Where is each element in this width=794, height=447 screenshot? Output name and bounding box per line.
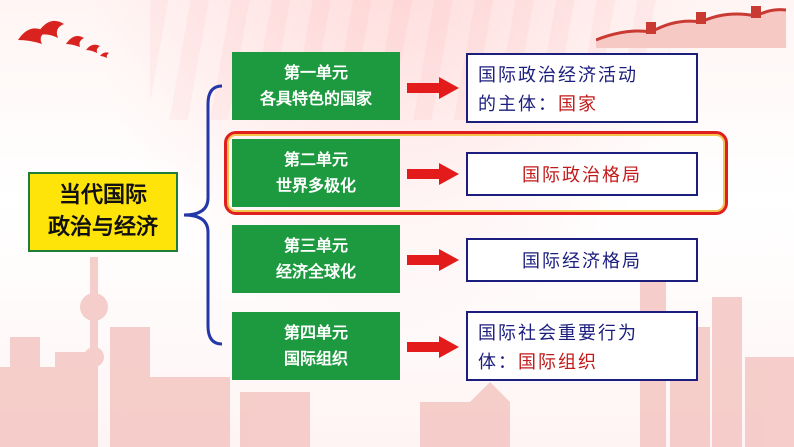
unit-4-result-line2: 体：国际组织 [478,348,686,377]
main-topic-line2: 政治与经济 [47,215,158,240]
unit-4-box: 第四单元 国际组织 [232,312,400,380]
unit-1-box: 第一单元 各具特色的国家 [232,52,400,120]
unit-3-subtitle: 经济全球化 [275,262,356,281]
arrow-right-icon [407,163,459,185]
unit-1-title: 第一单元 [283,63,348,82]
unit-1-subtitle: 各具特色的国家 [259,89,372,108]
arrow-right-icon [407,77,459,99]
unit-1-result-line1: 国际政治经济活动 [478,65,638,86]
unit-4-title: 第四单元 [283,323,348,342]
unit-4-result-line2-red: 国际组织 [518,352,598,373]
highlight-frame [224,131,728,215]
unit-3-box: 第三单元 经济全球化 [232,225,400,293]
main-topic-line1: 当代国际 [58,183,147,208]
great-wall-icon [596,6,786,48]
doves-icon [18,20,109,58]
arrow-right-icon [407,249,459,271]
unit-1-result-line2: 的主体：国家 [478,90,686,119]
unit-4-subtitle: 国际组织 [283,349,348,368]
unit-4-result-line1: 国际社会重要行为 [478,323,638,344]
unit-2-box: 第二单元 世界多极化 [232,139,400,207]
unit-3-result: 国际经济格局 [466,238,698,282]
unit-4-result-line2-plain: 体： [478,352,518,373]
unit-3-title: 第三单元 [283,236,348,255]
unit-1-result: 国际政治经济活动 的主体：国家 [466,53,698,123]
curly-brace [183,84,223,346]
unit-2-title: 第二单元 [283,150,348,169]
unit-4-result: 国际社会重要行为 体：国际组织 [466,311,698,381]
unit-2-subtitle: 世界多极化 [275,176,356,195]
unit-1-result-line2-plain: 的主体： [478,94,558,115]
unit-2-result: 国际政治格局 [466,152,698,196]
main-topic-box: 当代国际 政治与经济 [28,172,178,252]
city-skyline-icon [0,247,794,447]
unit-1-result-line2-red: 国家 [558,94,598,115]
arrow-right-icon [407,336,459,358]
